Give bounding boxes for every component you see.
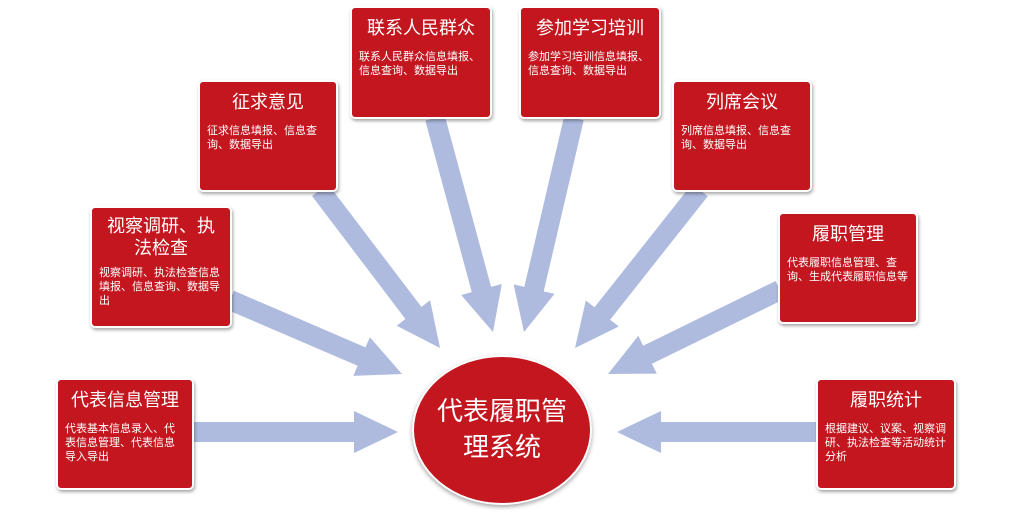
- module-title: 征求意见: [232, 92, 304, 113]
- center-label: 代表履职管理系统: [437, 397, 568, 463]
- arrow-xuexi-peixun: [513, 115, 584, 332]
- module-desc: 联系人民群众信息填报、信息查询、数据导出: [359, 50, 480, 77]
- module-lianxi-qunzhong[interactable]: 联系人民群众 联系人民群众信息填报、信息查询、数据导出: [350, 6, 492, 119]
- module-title: 视察调研、执法检查: [107, 216, 215, 259]
- module-lvzhi-guanli[interactable]: 履职管理 代表履职信息管理、查询、生成代表履职信息等: [778, 212, 918, 324]
- module-xuexi-peixun[interactable]: 参加学习培训 参加学习培训信息填报、信息查询、数据导出: [519, 6, 661, 119]
- arrow-daibiao-xinxi: [194, 411, 398, 453]
- arrow-liexi-huiyi: [575, 183, 708, 348]
- module-title: 联系人民群众: [367, 18, 475, 39]
- module-title: 履职统计: [850, 390, 922, 411]
- arrow-shicha-diaoyan: [226, 290, 402, 376]
- module-zhengqiu-yijian[interactable]: 征求意见 征求信息填报、信息查询、数据导出: [198, 80, 338, 192]
- module-title: 参加学习培训: [536, 18, 644, 39]
- module-lvzhi-tongji[interactable]: 履职统计 根据建议、议案、视察调研、执法检查等活动统计分析: [816, 378, 956, 490]
- module-title: 履职管理: [812, 224, 884, 245]
- module-daibiao-xinxi[interactable]: 代表信息管理 代表基本信息录入、代表信息管理、代表信息导入导出: [56, 378, 194, 490]
- module-desc: 代表基本信息录入、代表信息管理、代表信息导入导出: [65, 422, 175, 463]
- center-system-node[interactable]: 代表履职管理系统: [412, 355, 592, 505]
- module-liexi-huiyi[interactable]: 列席会议 列席信息填报、信息查询、数据导出: [672, 80, 812, 192]
- arrow-lvzhi-guanli: [608, 281, 785, 374]
- arrow-lvzhi-tongji: [617, 411, 816, 453]
- module-desc: 参加学习培训信息填报、信息查询、数据导出: [528, 50, 649, 77]
- module-desc: 列席信息填报、信息查询、数据导出: [681, 124, 791, 151]
- module-desc: 视察调研、执法检查信息填报、信息查询、数据导出: [99, 266, 220, 307]
- module-title: 代表信息管理: [71, 390, 179, 411]
- module-title: 列席会议: [706, 92, 778, 113]
- module-desc: 根据建议、议案、视察调研、执法检查等活动统计分析: [825, 422, 946, 463]
- module-shicha-diaoyan[interactable]: 视察调研、执法检查 视察调研、执法检查信息填报、信息查询、数据导出: [90, 206, 232, 328]
- module-desc: 代表履职信息管理、查询、生成代表履职信息等: [787, 256, 908, 283]
- arrow-zhengqiu-yijian: [312, 184, 440, 348]
- arrow-lianxi-qunzhong: [425, 115, 502, 333]
- module-desc: 征求信息填报、信息查询、数据导出: [207, 124, 317, 151]
